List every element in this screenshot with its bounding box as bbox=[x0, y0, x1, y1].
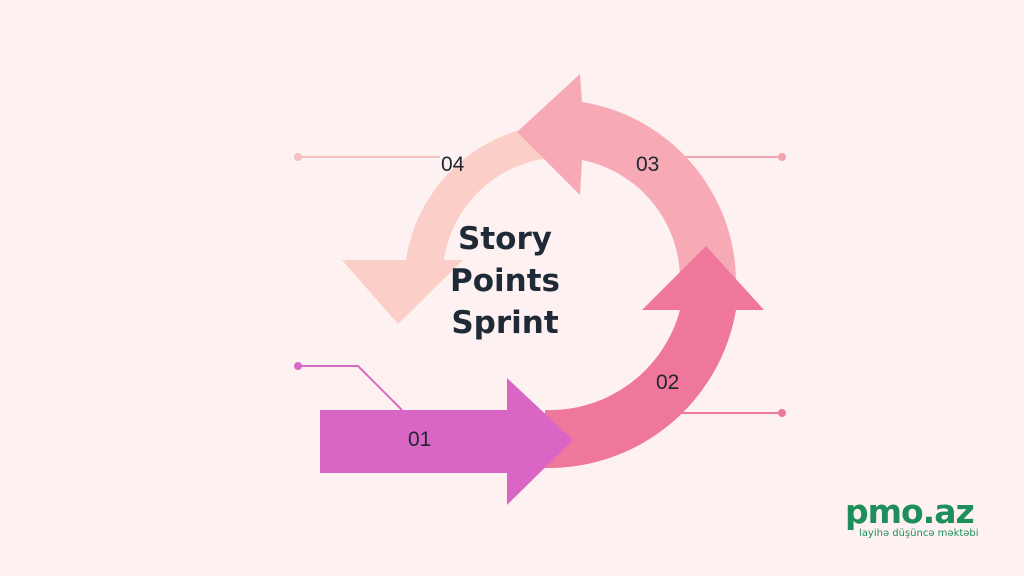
title-line-story: Story bbox=[458, 221, 552, 257]
logo-tagline: layihə düşüncə məktəbi bbox=[859, 528, 979, 539]
step-label-04: 04 bbox=[441, 153, 465, 176]
step-label-01: 01 bbox=[408, 428, 432, 451]
pmo-logo: pmo.az layihə düşüncə məktəbi bbox=[845, 492, 979, 544]
arrow-04 bbox=[342, 127, 550, 324]
arrow-03 bbox=[517, 74, 736, 280]
connector-01 bbox=[294, 362, 403, 411]
title-line-points: Points bbox=[450, 263, 560, 299]
connector-03 bbox=[670, 153, 786, 161]
arrow-01 bbox=[320, 378, 573, 505]
step-label-03: 03 bbox=[636, 153, 660, 176]
logo-wordmark: pmo.az bbox=[845, 492, 975, 531]
arrow-02 bbox=[545, 246, 764, 469]
diagram-title: Story Points Sprint bbox=[430, 218, 580, 344]
connector-04 bbox=[294, 153, 440, 161]
title-line-sprint: Sprint bbox=[451, 305, 559, 341]
step-label-02: 02 bbox=[656, 371, 680, 394]
